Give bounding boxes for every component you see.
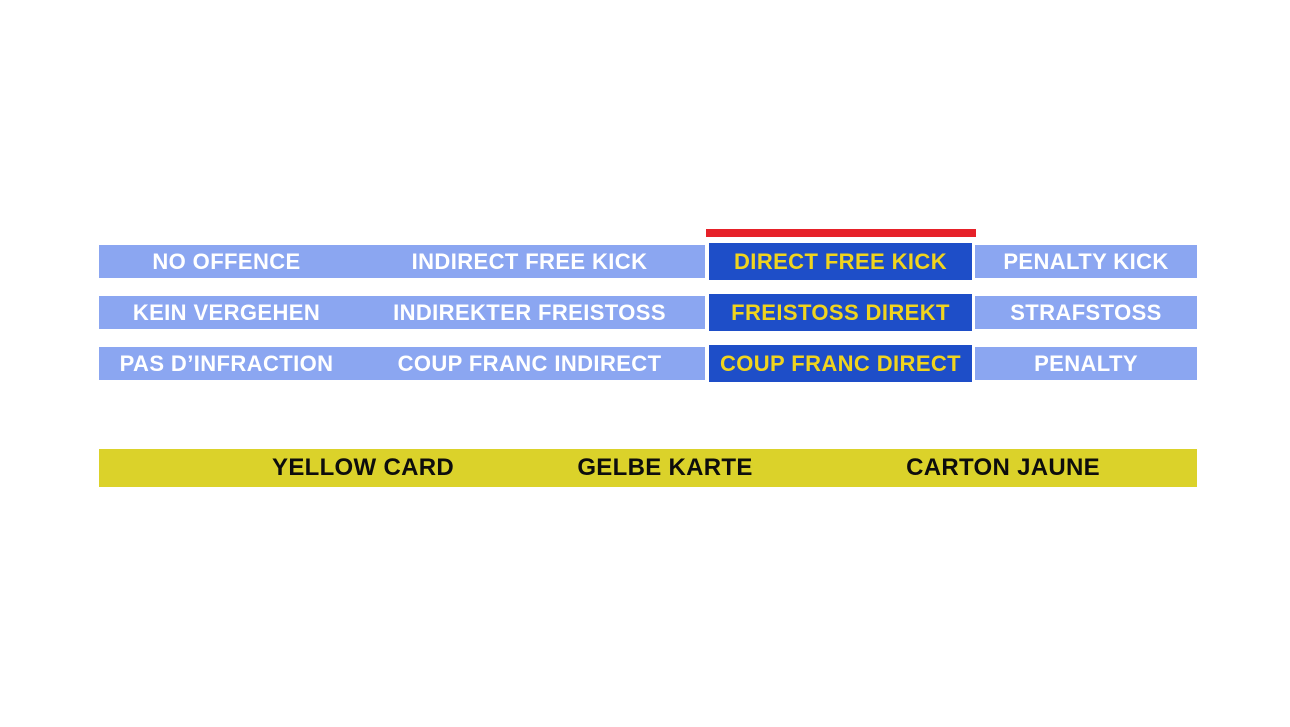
yellow-card-label-english: YELLOW CARD <box>272 454 454 481</box>
decision-row-english: NO OFFENCE INDIRECT FREE KICK DIRECT FRE… <box>99 243 1197 280</box>
option-indirekter-freistoss[interactable]: INDIREKTER FREISTOSS <box>354 296 705 329</box>
option-indirect-free-kick[interactable]: INDIRECT FREE KICK <box>354 245 705 278</box>
yellow-card-label-german: GELBE KARTE <box>577 454 753 481</box>
option-no-offence[interactable]: NO OFFENCE <box>99 245 354 278</box>
option-coup-franc-direct[interactable]: COUP FRANC DIRECT <box>709 345 972 382</box>
option-coup-franc-indirect[interactable]: COUP FRANC INDIRECT <box>354 347 705 380</box>
yellow-card-label-french: CARTON JAUNE <box>906 454 1100 481</box>
option-freistoss-direkt[interactable]: FREISTOSS DIREKT <box>709 294 972 331</box>
selected-option-marker <box>706 229 976 237</box>
option-penalty[interactable]: PENALTY <box>975 347 1197 380</box>
option-penalty-kick[interactable]: PENALTY KICK <box>975 245 1197 278</box>
option-pas-d-infraction[interactable]: PAS D’INFRACTION <box>99 347 354 380</box>
decision-row-german: KEIN VERGEHEN INDIREKTER FREISTOSS FREIS… <box>99 294 1197 331</box>
option-direct-free-kick[interactable]: DIRECT FREE KICK <box>709 243 972 280</box>
yellow-card-bar[interactable]: YELLOW CARD GELBE KARTE CARTON JAUNE <box>99 449 1197 487</box>
option-kein-vergehen[interactable]: KEIN VERGEHEN <box>99 296 354 329</box>
option-strafstoss[interactable]: STRAFSTOSS <box>975 296 1197 329</box>
decision-row-french: PAS D’INFRACTION COUP FRANC INDIRECT COU… <box>99 345 1197 382</box>
